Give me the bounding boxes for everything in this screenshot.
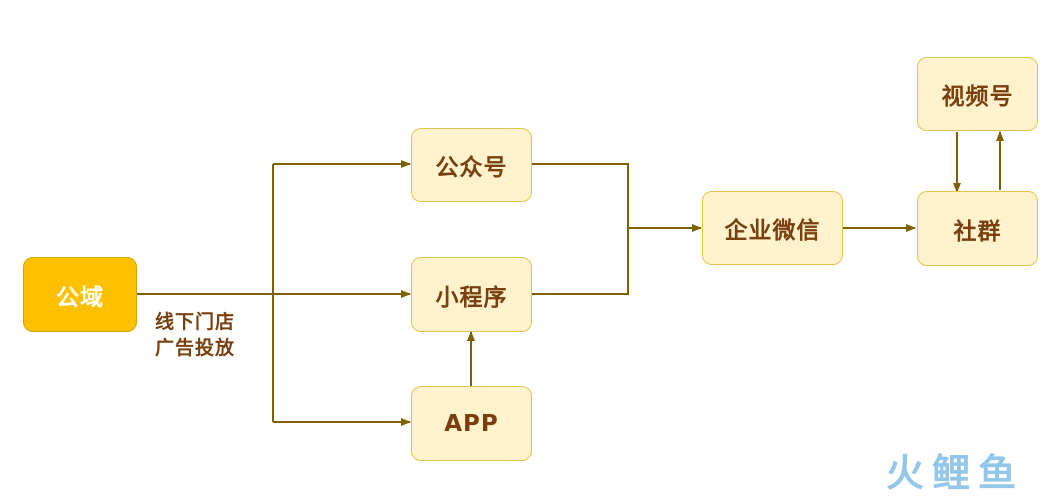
node-app: APP (411, 386, 532, 461)
node-wecom-label: 企业微信 (724, 218, 821, 244)
edge-label-offline-line2: 广告投放 (155, 337, 236, 359)
node-public-domain: 公域 (23, 257, 137, 332)
node-community-label: 社群 (953, 218, 1002, 245)
node-community: 社群 (917, 191, 1038, 266)
node-mini-program: 小程序 (411, 257, 532, 332)
node-official-account: 公众号 (411, 128, 532, 202)
edge-official-account-merge (532, 163, 629, 228)
edge-label-offline-line1: 线下门店 (155, 311, 236, 333)
edge-miniprogram-merge (532, 228, 629, 295)
node-wecom: 企业微信 (702, 191, 843, 265)
node-channels: 视频号 (917, 57, 1038, 131)
node-mini-program-label: 小程序 (435, 284, 508, 311)
node-channels-label: 视频号 (941, 84, 1014, 110)
node-public-domain-label: 公域 (56, 284, 104, 311)
node-app-label: APP (444, 410, 499, 437)
edge-label-offline: 线下门店 广告投放 (155, 309, 235, 361)
node-official-account-label: 公众号 (435, 155, 508, 181)
watermark-logo-text: 火鲤鱼 (886, 451, 1024, 494)
watermark-logo: 火鲤鱼 (886, 451, 1024, 494)
